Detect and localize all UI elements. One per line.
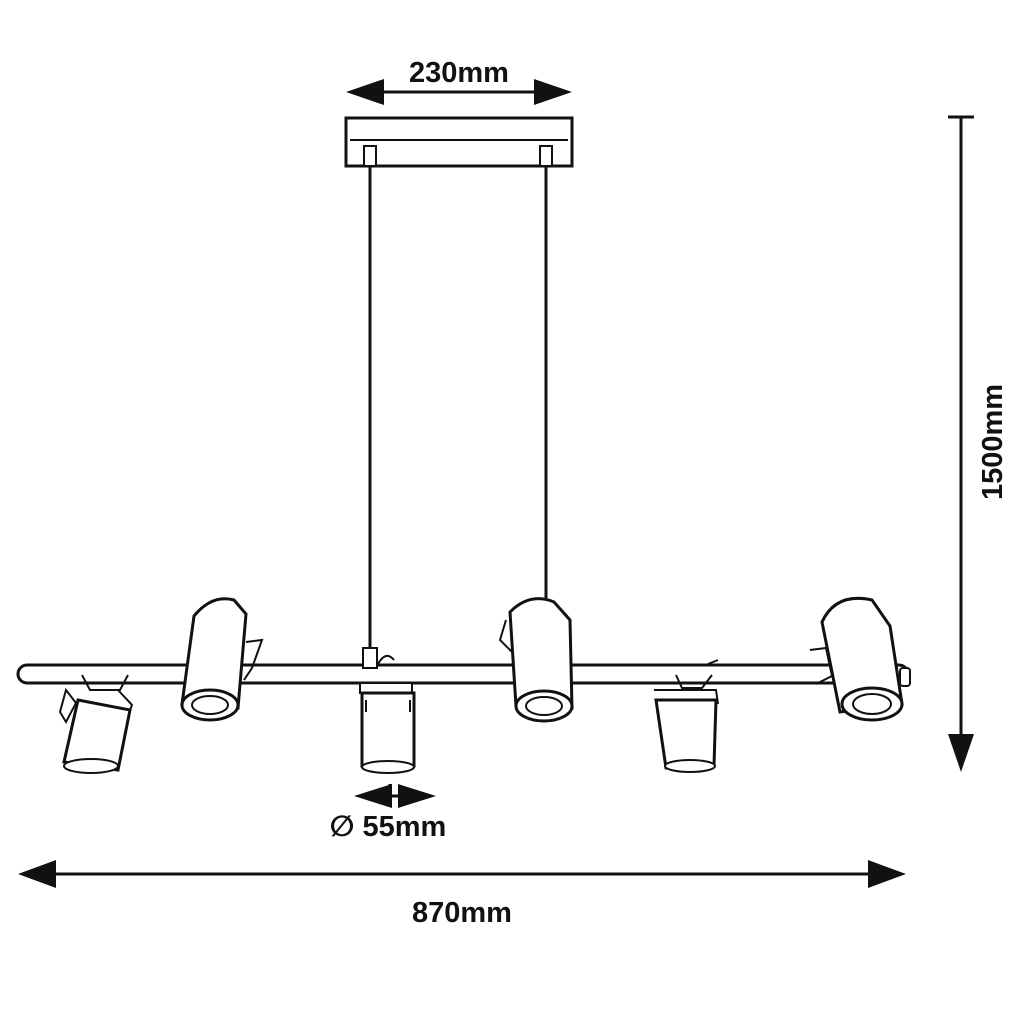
lamp-bar [16,663,910,685]
suspension-cables [368,166,548,652]
total-height-label: 1500mm [977,384,1009,500]
spotlight-6 [809,596,911,722]
cable-connector [362,647,395,669]
dimension-total-height: 1500mm [948,115,1009,772]
dimension-canopy-width: 230mm [346,57,572,105]
spotlight-5 [654,659,719,773]
spotlight-2 [180,597,264,722]
spotlight-3 [359,682,416,774]
total-width-label: 870mm [412,897,512,929]
spot-diameter-label: ∅ 55mm [330,811,447,843]
dimension-total-width: 870mm [18,860,906,929]
spotlight-1 [58,674,134,774]
canopy-width-label: 230mm [409,57,509,89]
ceiling-canopy [344,116,574,168]
spotlight-4 [498,597,574,723]
dimension-spot-diameter: ∅ 55mm [330,784,447,843]
